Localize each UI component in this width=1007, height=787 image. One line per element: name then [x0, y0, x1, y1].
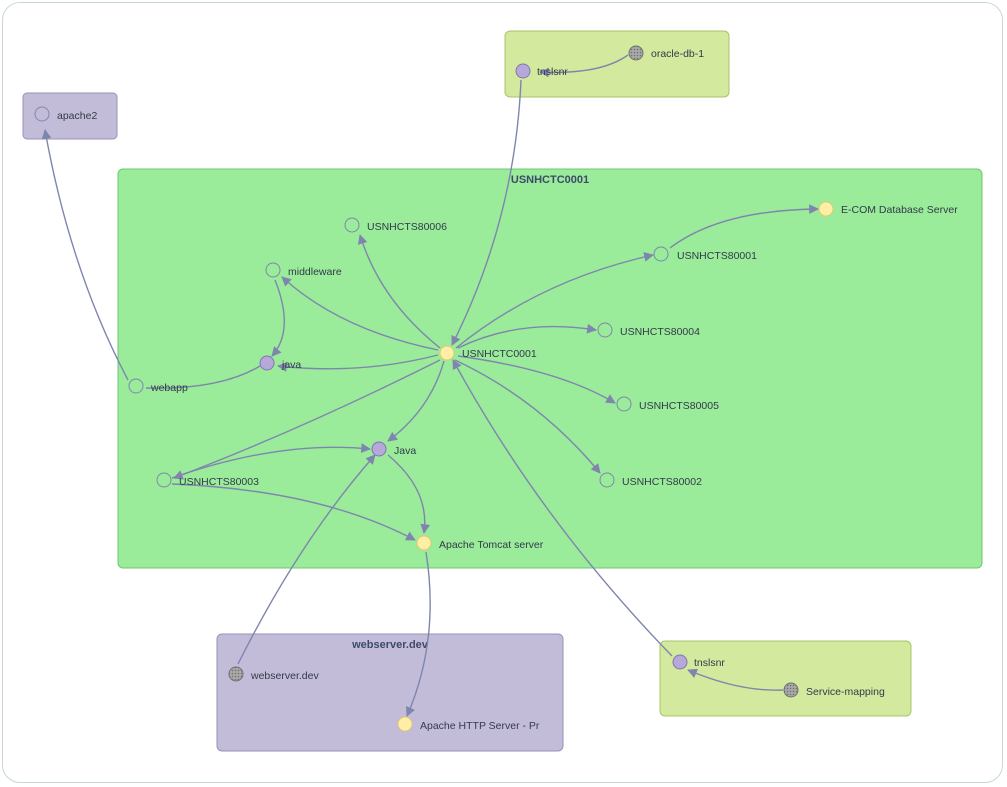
node-tnslsnr-top[interactable]: tnslsnr	[515, 63, 568, 79]
outline-circle-icon	[156, 472, 172, 488]
node-label: Apache Tomcat server	[439, 539, 544, 551]
node-label: oracle-db-1	[651, 48, 704, 60]
edge-hub-to-usnhcts80002	[454, 359, 601, 474]
node-usnhcts80004[interactable]: USNHCTS80004	[597, 322, 700, 338]
edge-hub-to-usnhcts80006	[357, 234, 441, 349]
node-usnhcts80006[interactable]: USNHCTS80006	[344, 217, 447, 233]
group-usnhctc0001[interactable]: USNHCTC0001	[117, 168, 983, 569]
edge-hub-to-usnhcts80001	[455, 252, 654, 349]
process-icon	[515, 63, 531, 79]
edge-hub-to-usnhcts80004	[457, 323, 597, 349]
node-usnhcts80005[interactable]: USNHCTS80005	[616, 396, 719, 412]
node-label: tnslsnr	[694, 657, 725, 669]
server-icon	[416, 535, 432, 551]
edge-service-mapping-to-tnslsnr2	[687, 668, 784, 691]
node-java-mid[interactable]: Java	[371, 441, 416, 457]
outline-circle-icon	[344, 217, 360, 233]
edges	[41, 54, 819, 717]
node-label: middleware	[288, 266, 342, 278]
edge-hub-to-usnhcts80005	[457, 355, 616, 404]
node-apache2[interactable]: apache2	[34, 106, 97, 122]
node-webapp[interactable]: webapp	[128, 378, 188, 394]
server-icon	[439, 345, 455, 361]
outline-circle-icon	[597, 322, 613, 338]
node-label: webapp	[150, 382, 188, 394]
database-icon	[783, 682, 799, 698]
edge-webserver-dev-to-java-mid	[237, 454, 376, 665]
node-service-mapping[interactable]: Service-mapping	[783, 682, 885, 698]
edge-tnslsnr2-to-usnhctc0001	[452, 359, 673, 657]
node-middleware[interactable]: middleware	[265, 262, 342, 278]
node-label: USNHCTC0001	[462, 348, 537, 360]
edge-usnhcts80001-to-ecom	[669, 204, 819, 249]
server-icon	[818, 201, 834, 217]
group-title-webserver-dev: webserver.dev	[351, 639, 429, 651]
node-label: E-COM Database Server	[841, 204, 958, 216]
node-label: USNHCTS80003	[179, 476, 259, 488]
edge-hub-to-java	[277, 354, 439, 372]
node-label: java	[281, 359, 301, 371]
edge-tnslsnr-to-usnhctc0001	[451, 79, 522, 346]
node-label: USNHCTS80004	[620, 326, 700, 338]
node-usnhcts80003[interactable]: USNHCTS80003	[156, 472, 259, 488]
node-label: Java	[394, 445, 416, 457]
outline-circle-icon	[653, 246, 669, 262]
node-label: USNHCTS80001	[677, 250, 757, 262]
edge-hub-to-java-mid	[387, 360, 445, 442]
edge-usnhcts80003-to-java-mid	[171, 443, 371, 479]
outline-circle-icon	[265, 262, 281, 278]
outline-circle-icon	[616, 396, 632, 412]
edge-java-mid-to-tomcat	[387, 454, 431, 534]
edge-webapp-to-java	[145, 365, 261, 389]
process-icon	[259, 355, 275, 371]
node-label: Apache HTTP Server - Pr	[420, 720, 540, 732]
edge-usnhcts80003-to-tomcat	[171, 483, 416, 541]
group-oracle[interactable]	[504, 30, 730, 98]
process-icon	[371, 441, 387, 457]
node-tnslsnr-bottom[interactable]: tnslsnr	[672, 654, 725, 670]
database-icon	[628, 45, 644, 61]
node-label: USNHCTS80005	[639, 400, 719, 412]
edge-middleware-to-java	[271, 279, 285, 357]
node-apache-http-server[interactable]: Apache HTTP Server - Pr	[397, 716, 540, 732]
node-label: webserver.dev	[250, 670, 319, 682]
process-icon	[672, 654, 688, 670]
edge-tomcat-to-apache-http	[406, 551, 431, 717]
node-ecom-database-server[interactable]: E-COM Database Server	[818, 201, 958, 217]
node-oracle-db-1[interactable]: oracle-db-1	[628, 45, 704, 61]
outline-circle-icon	[34, 106, 50, 122]
group-title-usnhctc0001: USNHCTC0001	[511, 174, 589, 186]
group-apache2[interactable]	[22, 92, 118, 140]
outline-circle-icon	[128, 378, 144, 394]
database-icon	[228, 666, 244, 682]
node-usnhctc0001[interactable]: USNHCTC0001	[439, 345, 537, 361]
edge-oracle-db-to-tnslsnr	[539, 54, 629, 78]
node-java[interactable]: java	[259, 355, 301, 371]
node-label: USNHCTS80002	[622, 476, 702, 488]
edge-hub-to-middleware	[281, 276, 439, 351]
outline-circle-icon	[599, 472, 615, 488]
node-label: USNHCTS80006	[367, 221, 447, 233]
group-webserver-dev[interactable]: webserver.dev	[216, 633, 564, 752]
node-usnhcts80002[interactable]: USNHCTS80002	[599, 472, 702, 488]
edge-webapp-to-apache2	[41, 129, 129, 381]
node-label: Service-mapping	[806, 686, 885, 698]
node-apache-tomcat-server[interactable]: Apache Tomcat server	[416, 535, 544, 551]
node-label: tnslsnr	[537, 66, 568, 78]
group-tnslsnr[interactable]	[659, 640, 912, 717]
server-icon	[397, 716, 413, 732]
node-label: apache2	[57, 110, 97, 122]
node-usnhcts80001[interactable]: USNHCTS80001	[653, 246, 757, 262]
edge-hub-to-usnhcts80003	[173, 359, 441, 480]
node-webserver-dev[interactable]: webserver.dev	[228, 666, 319, 682]
